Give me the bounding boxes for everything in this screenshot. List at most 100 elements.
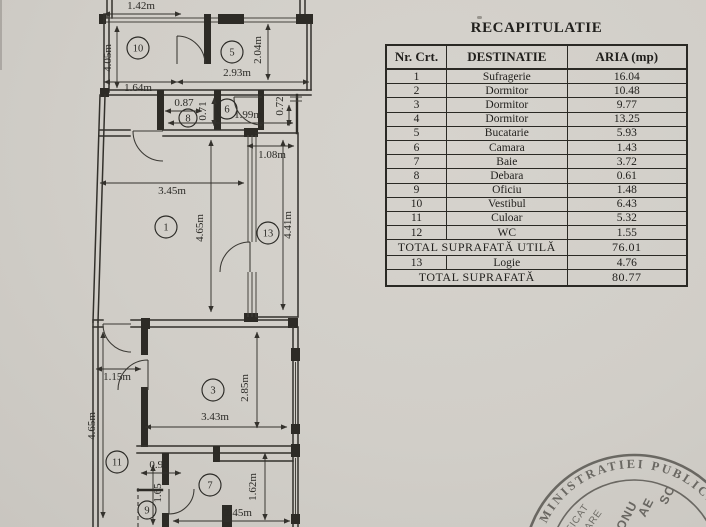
table-title: RECAPITULATIE bbox=[470, 20, 603, 36]
room-number: 9 bbox=[144, 506, 149, 517]
total-utila-value: 76.01 bbox=[566, 239, 688, 257]
dimension-label: 2.85m bbox=[239, 374, 251, 402]
row-nr: 6 bbox=[385, 139, 448, 156]
row-aria: 1.43 bbox=[566, 139, 688, 156]
row-aria: 1.48 bbox=[566, 182, 688, 198]
recap-block: RECAPITULATIE Nr. Crt. DESTINATIE ARIA (… bbox=[385, 20, 688, 288]
total-utila-label: TOTAL SUPRAFATĂ UTILĂ bbox=[385, 239, 568, 257]
room-number: 10 bbox=[133, 44, 144, 55]
row-aria: 1.55 bbox=[566, 225, 688, 241]
total-label: TOTAL SUPRAFATĂ bbox=[385, 269, 568, 287]
svg-text:SC: SC bbox=[657, 483, 678, 507]
dimension-label: 1.15m bbox=[103, 371, 131, 383]
official-stamp: MINISTRATIEI PUBLICE ✱ CERTIFICAT AUTORI… bbox=[529, 453, 706, 527]
row-destinatie: WC bbox=[446, 225, 568, 241]
row-destinatie: Dormitor bbox=[446, 83, 568, 99]
row-nr: 9 bbox=[385, 182, 448, 198]
row-nr: 1 bbox=[385, 68, 448, 85]
row-aria: 3.72 bbox=[566, 154, 688, 170]
plan-walls bbox=[92, 0, 313, 527]
room-number-circle bbox=[154, 215, 178, 239]
row-nr: 10 bbox=[385, 196, 448, 212]
room-number-circle bbox=[126, 36, 150, 60]
dimension-label: 1.42m bbox=[127, 0, 155, 12]
dimension-label: 1.65 bbox=[152, 483, 164, 503]
row-destinatie: Baie bbox=[446, 154, 568, 170]
stamp-side-text: ONU AE SC bbox=[614, 483, 679, 527]
col-header-aria: ARIA (mp) bbox=[566, 44, 688, 70]
row-aria: 6.43 bbox=[566, 196, 688, 212]
row-aria: 10.48 bbox=[566, 83, 688, 99]
room-number-circle bbox=[216, 98, 238, 120]
room-number: 5 bbox=[229, 48, 234, 59]
row-nr: 2 bbox=[385, 83, 448, 99]
room-number-circle bbox=[220, 40, 244, 64]
dimension-label: 3.43m bbox=[201, 411, 229, 423]
dimension-label: 1.99m bbox=[234, 109, 262, 121]
row-nr: 4 bbox=[385, 111, 448, 127]
row-nr: 12 bbox=[385, 225, 448, 241]
logie-row: 13 Logie 4.76 bbox=[385, 255, 688, 271]
row-destinatie: Oficiu bbox=[446, 182, 568, 198]
scan-speck bbox=[477, 16, 482, 19]
dimension-label: 4.65m bbox=[86, 412, 98, 440]
dimension-label: 4.05m bbox=[102, 44, 114, 72]
row-destinatie: Dormitor bbox=[446, 111, 568, 127]
row-nr: 3 bbox=[385, 97, 448, 113]
row-destinatie: Debara bbox=[446, 168, 568, 184]
row-destinatie: Vestibul bbox=[446, 196, 568, 212]
row-aria: 16.04 bbox=[566, 68, 688, 85]
row-destinatie: Sufragerie bbox=[446, 68, 568, 85]
row-nr: 11 bbox=[385, 210, 448, 227]
room-number: 13 bbox=[263, 229, 274, 240]
scan-edge-mark bbox=[0, 0, 2, 70]
row-aria: 0.61 bbox=[566, 168, 688, 184]
row-aria: 4.76 bbox=[566, 255, 688, 271]
dimension-label: 4.65m bbox=[194, 214, 206, 242]
row-nr: 13 bbox=[385, 255, 448, 271]
row-destinatie: Camara bbox=[446, 139, 568, 156]
dimension-label: 3.45m bbox=[158, 185, 186, 197]
total-row: TOTAL SUPRAFATĂ 80.77 bbox=[385, 269, 688, 287]
room-number-circle bbox=[105, 450, 129, 474]
room-number: 8 bbox=[185, 114, 190, 125]
row-destinatie: Bucatarie bbox=[446, 125, 568, 141]
total-value: 80.77 bbox=[566, 269, 688, 287]
row-aria: 5.32 bbox=[566, 210, 688, 227]
room-number: 7 bbox=[207, 481, 212, 492]
row-aria: 13.25 bbox=[566, 111, 688, 127]
room-number: 6 bbox=[224, 105, 229, 116]
door-arcs bbox=[102, 35, 263, 515]
svg-text:AE: AE bbox=[635, 495, 656, 519]
dimension-label: 2.04m bbox=[252, 36, 264, 64]
dimension-label: 4.41m bbox=[282, 211, 294, 239]
col-header-dest: DESTINATIE bbox=[446, 44, 568, 70]
row-nr: 8 bbox=[385, 168, 448, 184]
room-number-circle bbox=[201, 378, 225, 402]
row-destinatie: Logie bbox=[446, 255, 568, 271]
row-aria: 5.93 bbox=[566, 125, 688, 141]
room-number-circle bbox=[137, 500, 157, 520]
room-number-circle bbox=[178, 108, 198, 128]
dimension-label: 0.72 bbox=[274, 96, 286, 115]
room-number: 3 bbox=[210, 386, 215, 397]
room-number-circle bbox=[198, 473, 222, 497]
room-number: 1 bbox=[163, 223, 168, 234]
dimension-label: 0.90 bbox=[149, 459, 169, 471]
row-aria: 9.77 bbox=[566, 97, 688, 113]
dimension-label: 2.45m bbox=[224, 507, 252, 519]
